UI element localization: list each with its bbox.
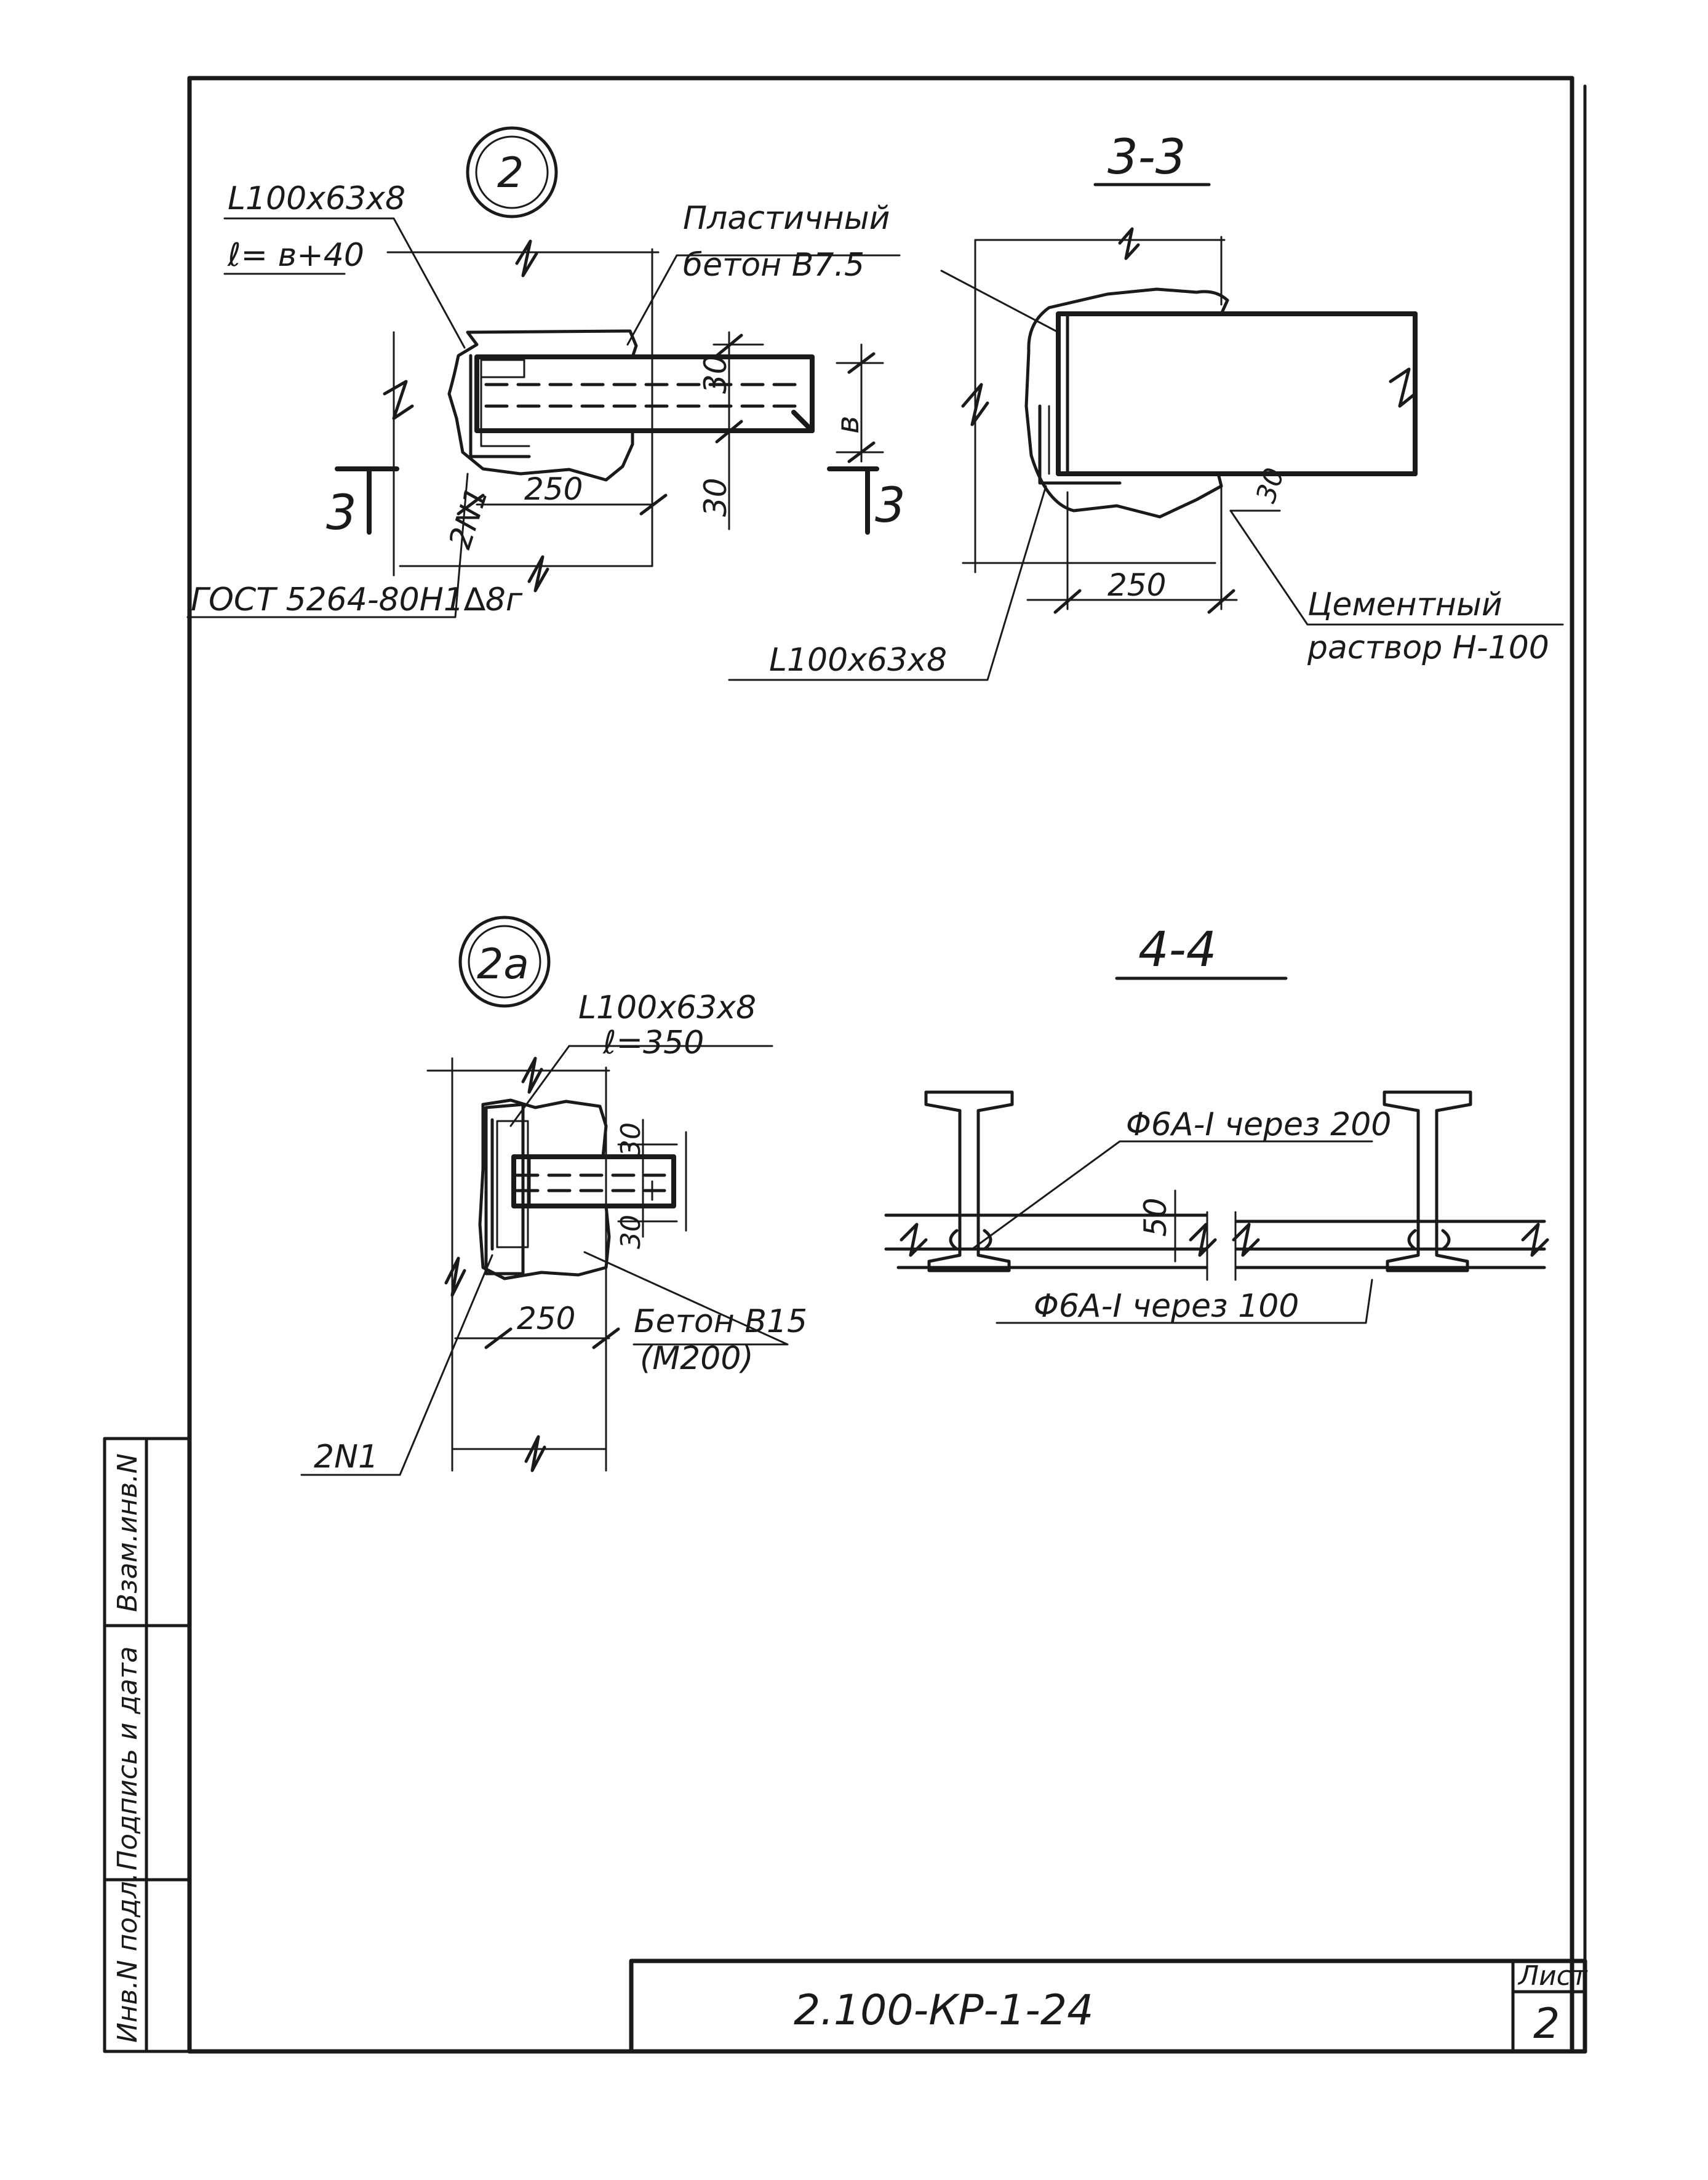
section-4-4-rebar-top: Φ6А-I через 200 xyxy=(1126,1106,1391,1143)
detail-2-length-label: ℓ= в+40 xyxy=(227,237,364,274)
detail-2a-bolt-label: 2N1 xyxy=(314,1439,378,1475)
side-stamp: Инв.N подл. Подпись и дата Взам.инв.N xyxy=(103,1437,191,2053)
detail-2a-concrete-label-1: Бетон В15 xyxy=(634,1303,807,1340)
detail-2-dim-b: в xyxy=(830,416,866,434)
detail-2-marker: 2 xyxy=(497,149,524,198)
detail-2a-beam xyxy=(511,1154,676,1208)
section-4-4-rebar-bottom: Φ6А-I через 100 xyxy=(1034,1288,1299,1325)
detail-2a-marker: 2а xyxy=(477,940,529,989)
section-4-4-dim-50: 50 xyxy=(1138,1197,1173,1237)
detail-2-concrete-label-2: бетон В7.5 xyxy=(683,247,864,284)
section-3-3-title: 3-3 xyxy=(1107,130,1186,185)
detail-2-beam xyxy=(474,354,815,433)
detail-2-dim-30-top: 30 xyxy=(698,354,733,394)
detail-2-angle-label: L100x63x8 xyxy=(228,180,405,217)
detail-2a-dim-250: 250 xyxy=(517,1301,575,1336)
section-4-4-title: 4-4 xyxy=(1138,922,1216,978)
section-3-3: 3-3 250 30 L100x63x8 Цементный xyxy=(728,130,1564,681)
detail-2-dim-250: 250 xyxy=(524,471,583,507)
detail-2: 2 3 3 xyxy=(186,126,906,618)
section-3-3-beam xyxy=(1056,311,1418,476)
section-4-4-ibeam-left xyxy=(924,1090,1014,1272)
section-3-3-angle xyxy=(1038,404,1122,485)
detail-2a-dim-30-top: 30 xyxy=(615,1122,647,1157)
detail-2-cut-right: 3 xyxy=(875,478,906,533)
detail-2a: 2а 30 30 250 L100x63x8 ℓ= xyxy=(300,916,807,1476)
section-3-3-mortar-label-1: Цементный xyxy=(1307,586,1502,623)
detail-2a-length-label: ℓ=350 xyxy=(602,1024,704,1061)
detail-2-angle xyxy=(469,354,531,458)
section-3-3-dim-30: 30 xyxy=(1250,464,1291,506)
section-3-3-angle-label: L100x63x8 xyxy=(769,642,947,679)
section-4-4: 4-4 50 Φ6А-I через 2 xyxy=(884,922,1549,1325)
title-block: 2.100-КР-1-24 Лист 2 xyxy=(629,1958,1588,2054)
stamp-signature-date: Подпись и дата xyxy=(112,1647,143,1871)
section-4-4-ibeam-right xyxy=(1383,1090,1472,1272)
stamp-replaced-inv: Взам.инв.N xyxy=(112,1453,143,1612)
section-3-3-dim-250: 250 xyxy=(1107,567,1166,603)
detail-2-bolt-label: 2N1 xyxy=(442,483,495,553)
section-3-3-pocket xyxy=(1024,287,1229,519)
detail-2-gost-label: ГОСТ 5264-80Н1∆8г xyxy=(191,581,523,618)
detail-2-dim-30-bottom: 30 xyxy=(698,477,733,517)
detail-2-concrete-label-1: Пластичный xyxy=(683,200,890,237)
sheet-label: Лист xyxy=(1517,1960,1588,1992)
sheet-number: 2 xyxy=(1533,2000,1560,2048)
detail-2a-angle-label: L100x63x8 xyxy=(578,989,756,1026)
detail-2a-concrete-label-2: (М200) xyxy=(640,1340,754,1377)
detail-2-cut-left: 3 xyxy=(326,485,357,541)
sheet-frame xyxy=(187,76,1587,2054)
stamp-inv-original: Инв.N подл. xyxy=(112,1872,143,2043)
document-code: 2.100-КР-1-24 xyxy=(794,1986,1093,2035)
section-3-3-mortar-label-2: раствор Н-100 xyxy=(1307,629,1549,666)
detail-2a-dim-30-bottom: 30 xyxy=(615,1215,647,1249)
